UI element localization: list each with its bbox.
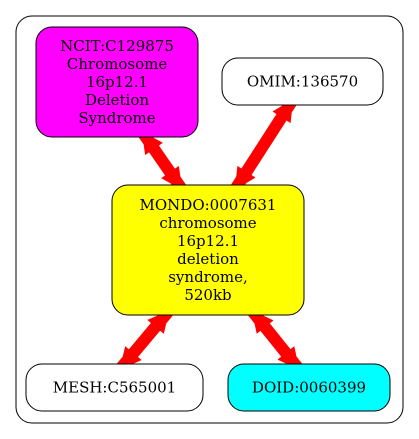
node-mesh-box bbox=[25, 363, 204, 412]
node-ncit-line: Chromosome bbox=[67, 55, 168, 73]
node-mesh[interactable]: MESH:C565001 bbox=[25, 363, 204, 412]
node-mondo-line: MONDO:0007631 bbox=[140, 196, 277, 214]
node-doid-line: DOID:0060399 bbox=[252, 379, 366, 397]
node-doid-box bbox=[227, 363, 391, 412]
node-mesh-line: MESH:C565001 bbox=[53, 379, 176, 397]
edge-mondo-to-mesh bbox=[116, 308, 173, 372]
edge-omim-to-mondo bbox=[230, 97, 298, 192]
node-mesh-label: MESH:C565001 bbox=[53, 379, 176, 397]
node-ncit-line: Deletion bbox=[85, 91, 149, 109]
node-ncit-line: Syndrome bbox=[78, 109, 155, 127]
node-ncit-box bbox=[35, 26, 199, 138]
node-mondo-line: syndrome, bbox=[168, 268, 248, 286]
node-omim-box bbox=[221, 57, 384, 106]
node-mondo-box bbox=[111, 184, 305, 316]
node-omim-label: OMIM:136570 bbox=[247, 73, 358, 91]
node-mondo-line: 16p12.1 bbox=[177, 232, 239, 250]
edge-ncit-to-mondo bbox=[138, 129, 186, 192]
node-mondo-line: deletion bbox=[177, 250, 239, 268]
node-omim-line: OMIM:136570 bbox=[247, 73, 358, 91]
node-mondo-line: 520kb bbox=[184, 286, 231, 304]
node-ncit-line: NCIT:C129875 bbox=[60, 37, 174, 55]
node-omim[interactable]: OMIM:136570 bbox=[221, 57, 384, 106]
edge-mondo-to-doid bbox=[248, 308, 303, 372]
edges-layer bbox=[116, 97, 303, 372]
node-ncit-line: 16p12.1 bbox=[86, 73, 148, 91]
node-doid[interactable]: DOID:0060399 bbox=[227, 363, 391, 412]
node-mondo-line: chromosome bbox=[159, 214, 256, 232]
node-doid-label: DOID:0060399 bbox=[252, 379, 366, 397]
